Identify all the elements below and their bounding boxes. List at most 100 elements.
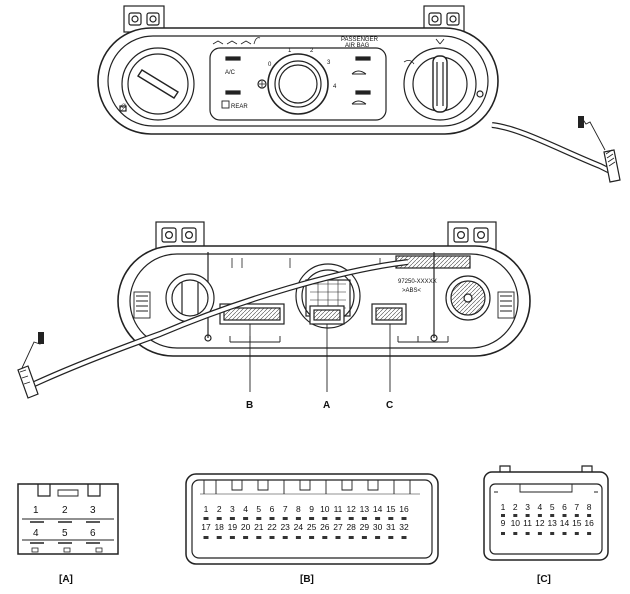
connector-b-pin: 31 [386, 522, 396, 532]
connector-b-pin: 5 [256, 504, 261, 514]
pin-terminal-mark [229, 536, 235, 539]
pin-terminal-mark [525, 532, 530, 535]
connector-b-pin: 22 [267, 522, 277, 532]
pin-terminal-mark [388, 517, 394, 520]
connector-a-pin: 6 [90, 528, 96, 539]
pin-terminal-mark [295, 536, 301, 539]
pin-terminal-mark [335, 536, 341, 539]
connector-b-pin: 24 [294, 522, 304, 532]
connector-c-pin: 9 [501, 518, 506, 528]
connector-c-pin: 2 [513, 502, 518, 512]
connector-a-pins: 1 2 3 4 5 6 [33, 505, 96, 539]
pin-terminal-mark [361, 517, 367, 520]
connector-b-pin: 29 [360, 522, 370, 532]
pin-terminal-mark [525, 514, 530, 517]
connector-a-face [17, 483, 119, 555]
connector-b-pin: 2 [217, 504, 222, 514]
connector-b-pin: 4 [243, 504, 248, 514]
connector-b-pin: 32 [399, 522, 409, 532]
pin-terminal-mark [309, 517, 315, 520]
pin-terminal-mark [269, 517, 275, 520]
passenger-airbag-label-line2: AIR BAG [345, 43, 370, 49]
connector-b-pin: 16 [399, 504, 409, 514]
connector-c-pin: 12 [535, 518, 545, 528]
connector-b-pin: 19 [228, 522, 238, 532]
connector-b-pin: 20 [241, 522, 251, 532]
pin-terminal-mark [243, 536, 249, 539]
pin-terminal-mark [562, 514, 567, 517]
connector-b-pin: 9 [309, 504, 314, 514]
fan-speed-knob [257, 53, 329, 115]
callout-b: B [246, 400, 253, 411]
pin-terminal-mark [550, 532, 555, 535]
connector-c-pin: 15 [572, 518, 582, 528]
connector-b-pin: 1 [204, 504, 209, 514]
rear-defrost-label: REAR [231, 104, 248, 110]
rear-control-panel [17, 221, 531, 399]
connector-b-pin: 30 [373, 522, 383, 532]
pin-terminal-mark [375, 517, 381, 520]
connector-a-caption: [A] [59, 574, 73, 585]
connector-c-pin: 7 [574, 502, 579, 512]
connector-c-pin: 4 [538, 502, 543, 512]
pin-terminal-mark [375, 536, 381, 539]
temperature-knob [119, 47, 195, 121]
recirc-mark: ∅ [121, 103, 126, 110]
connector-b-pin: 25 [307, 522, 317, 532]
connector-c-pin: 14 [560, 518, 570, 528]
connector-b-pin: 18 [214, 522, 224, 532]
connector-a-pin: 1 [33, 505, 39, 516]
connector-b-pin: 26 [320, 522, 330, 532]
connector-b-pin: 11 [334, 504, 343, 514]
fan-speed-2: 2 [310, 48, 314, 54]
pin-terminal-mark [513, 514, 518, 517]
pin-terminal-mark [537, 532, 542, 535]
pin-terminal-mark [216, 517, 222, 520]
connector-b-pin: 15 [386, 504, 396, 514]
front-control-panel [97, 5, 621, 183]
connector-b-pin: 6 [270, 504, 275, 514]
connector-c-pin: 3 [525, 502, 530, 512]
pin-terminal-mark [309, 536, 315, 539]
pin-terminal-mark [256, 536, 262, 539]
connector-b-pin: 17 [201, 522, 211, 532]
pin-terminal-mark [322, 536, 328, 539]
connector-c-pin: 11 [523, 518, 532, 528]
connector-c-pin-marks [501, 514, 592, 535]
pin-terminal-mark [401, 536, 407, 539]
connector-c-pin: 16 [584, 518, 594, 528]
pin-terminal-mark [243, 517, 249, 520]
pin-terminal-mark [501, 514, 505, 517]
fan-speed-1: 1 [288, 48, 292, 54]
connector-a-pin: 4 [33, 528, 39, 539]
material-code-label: >ABS< [402, 288, 422, 294]
pin-terminal-mark [550, 514, 555, 517]
connector-b-pin: 7 [283, 504, 288, 514]
ac-label: A/C [225, 70, 236, 76]
pin-terminal-mark [348, 517, 354, 520]
fan-speed-0: 0 [268, 62, 272, 68]
connector-c-pin: 13 [547, 518, 557, 528]
mode-knob [403, 38, 484, 121]
connector-c-pin: 5 [550, 502, 555, 512]
callout-a: A [323, 400, 330, 411]
connector-b-pin: 27 [333, 522, 343, 532]
pin-terminal-mark [282, 536, 288, 539]
callout-c: C [386, 400, 393, 411]
connector-b-caption: [B] [300, 574, 314, 585]
connector-c-caption: [C] [537, 574, 551, 585]
pin-terminal-mark [574, 532, 579, 535]
pin-terminal-mark [501, 532, 505, 535]
connector-b-pin: 21 [254, 522, 264, 532]
rear-defrost-indicator [225, 90, 241, 95]
front-mount-tab-left [123, 5, 165, 33]
part-number-label: 97250-XXXXX [398, 279, 437, 285]
pin-terminal-mark [269, 536, 275, 539]
front-panel-labels: A/C REAR PASSENGER AIR BAG ∅ 0 1 2 3 4 [121, 37, 379, 110]
pin-terminal-mark [322, 517, 328, 520]
pin-terminal-mark [256, 517, 262, 520]
